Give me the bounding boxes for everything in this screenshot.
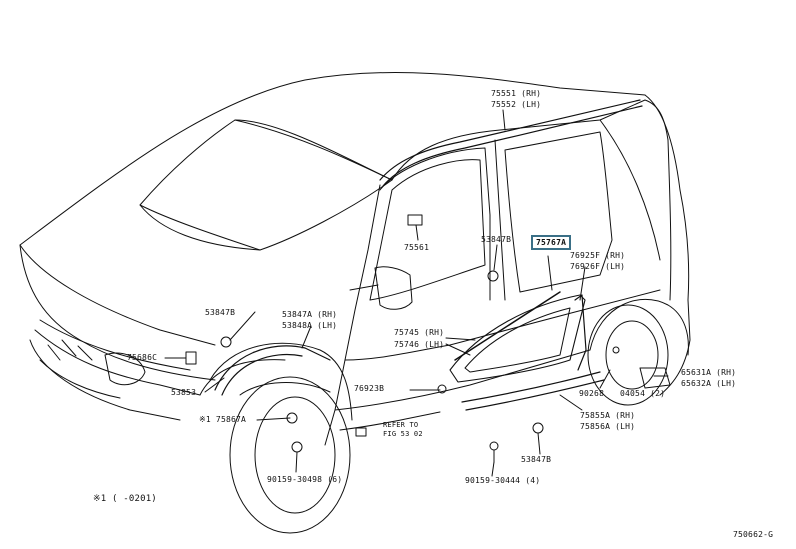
label-53847b-bottom[interactable]: 53847B (521, 455, 552, 464)
label-75745-rh[interactable]: 75745 (RH) (394, 328, 445, 337)
label-76926f-lh[interactable]: 76926F (LH) (570, 262, 626, 271)
label-90159-30444[interactable]: 90159-30444 (4) (465, 476, 541, 485)
label-90268[interactable]: 90268 (579, 389, 605, 398)
label-76923b[interactable]: 76923B (354, 384, 385, 393)
label-75767a-highlighted[interactable]: 75767A (531, 235, 572, 250)
label-75686c[interactable]: 75686C (127, 353, 158, 362)
label-53847a-rh[interactable]: 53847A (RH) (282, 310, 338, 319)
label-75867a[interactable]: ※1 75867A (199, 415, 247, 424)
label-75746-lh[interactable]: 75746 (LH) (394, 340, 445, 349)
footnote: ※1 ( -0201) (93, 494, 157, 504)
label-75552-lh[interactable]: 75552 (LH) (491, 100, 542, 109)
label-76925f-rh[interactable]: 76925F (RH) (570, 251, 626, 260)
label-53848a-lh[interactable]: 53848A (LH) (282, 321, 338, 330)
label-65632a-lh[interactable]: 65632A (LH) (681, 379, 737, 388)
label-75856a-lh[interactable]: 75856A (LH) (580, 422, 636, 431)
label-65631a-rh[interactable]: 65631A (RH) (681, 368, 737, 377)
label-75561[interactable]: 75561 (404, 243, 430, 252)
label-53853[interactable]: 53853 (171, 388, 197, 397)
label-53847b-top[interactable]: 53847B (481, 235, 512, 244)
label-90159-30498[interactable]: 90159-30498 (6) (267, 475, 343, 484)
label-75855a-rh[interactable]: 75855A (RH) (580, 411, 636, 420)
figure-code: 750662-G (733, 530, 774, 539)
label-53847b-left[interactable]: 53847B (205, 308, 236, 317)
refer-to-line1: REFER TO (383, 421, 419, 429)
label-75551-rh[interactable]: 75551 (RH) (491, 89, 542, 98)
label-04054[interactable]: 04054 (2) (620, 389, 666, 398)
refer-to-line2[interactable]: FIG 53 02 (383, 430, 423, 438)
